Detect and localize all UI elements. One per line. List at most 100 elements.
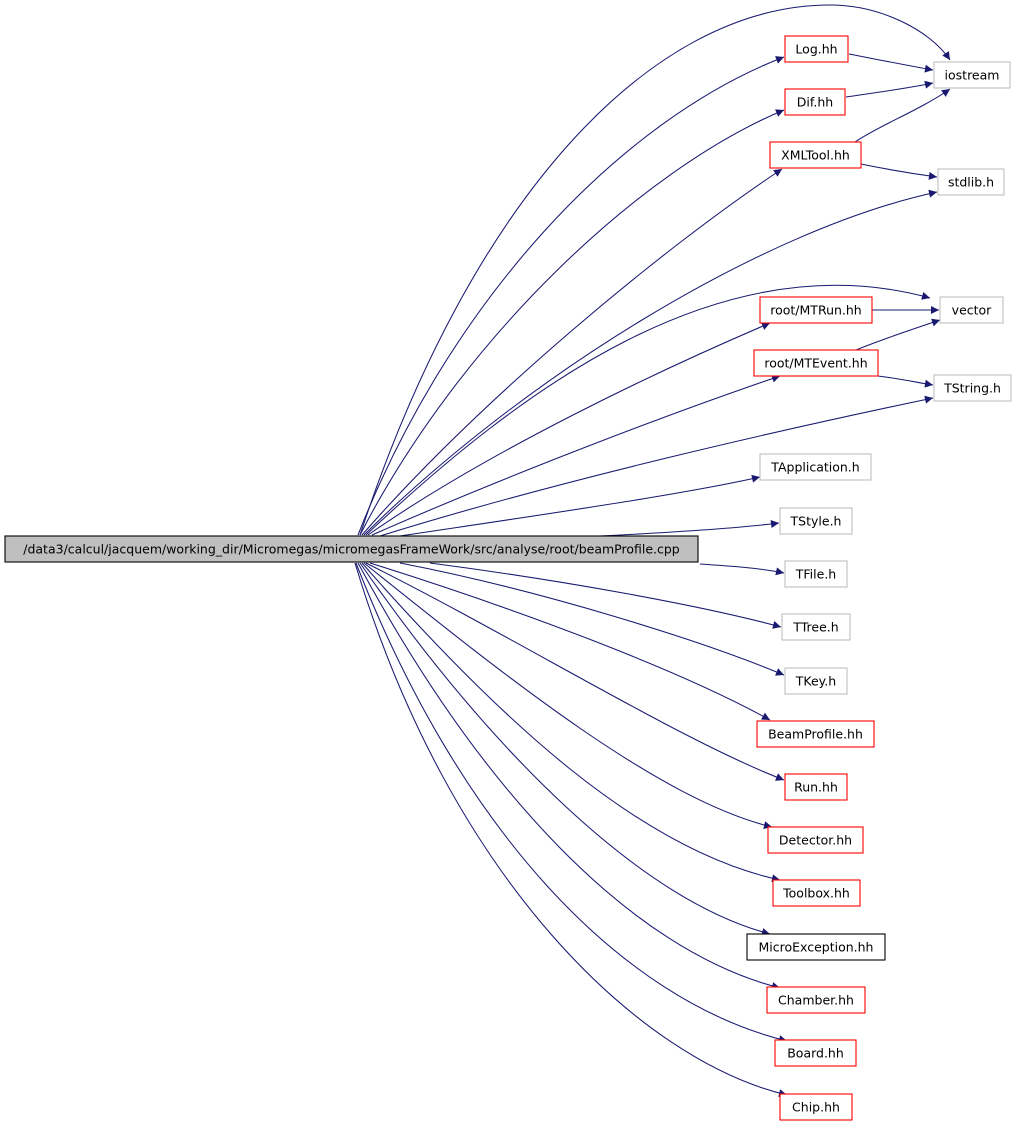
node-box[interactable] — [779, 507, 853, 535]
node-label: vector — [952, 303, 993, 318]
node-label: TKey.h — [795, 674, 836, 689]
edge-xmltool-to-stdlib — [860, 163, 938, 180]
node-label: Board.hh — [787, 1046, 844, 1061]
edges-layer — [354, 4, 951, 1098]
edge-root-to-mtrun — [367, 322, 771, 536]
node-xmltool[interactable]: XMLTool.hh — [769, 141, 862, 169]
edge-root-to-board — [355, 562, 788, 1043]
node-chamber[interactable]: Chamber.hh — [766, 986, 866, 1014]
node-run[interactable]: Run.hh — [784, 773, 848, 801]
edge-root-to-tstyle — [599, 520, 780, 537]
node-tstring[interactable]: TString.h — [933, 374, 1012, 402]
root-node[interactable]: /data3/calcul/jacquem/working_dir/Microm… — [4, 535, 699, 563]
node-tkey[interactable]: TKey.h — [784, 667, 848, 695]
edge-root-to-run — [365, 562, 785, 781]
node-box[interactable] — [779, 1093, 853, 1121]
edge-mtevent-to-tstring — [877, 375, 934, 388]
node-label: root/MTEvent.hh — [764, 356, 867, 371]
edge-root-to-chip — [354, 562, 788, 1098]
node-label: Chamber.hh — [778, 993, 854, 1008]
node-beamprofile[interactable]: BeamProfile.hh — [756, 720, 875, 748]
node-mtevent[interactable]: root/MTEvent.hh — [753, 349, 879, 377]
node-dif[interactable]: Dif.hh — [784, 88, 846, 116]
node-stdlib[interactable]: stdlib.h — [937, 168, 1005, 196]
node-box[interactable] — [766, 986, 866, 1014]
node-box[interactable] — [937, 168, 1005, 196]
node-label: Run.hh — [794, 780, 838, 795]
node-label: iostream — [945, 68, 1000, 83]
edge-root-to-log — [357, 56, 785, 536]
node-label: TString.h — [943, 381, 1001, 396]
node-box[interactable] — [769, 141, 862, 169]
node-label: XMLTool.hh — [781, 148, 850, 163]
edge-root-to-stdlib — [363, 189, 938, 536]
node-board[interactable]: Board.hh — [774, 1039, 857, 1067]
node-box[interactable] — [759, 453, 872, 481]
node-label: root/MTRun.hh — [770, 303, 861, 318]
node-chip[interactable]: Chip.hh — [779, 1093, 853, 1121]
edge-root-to-tkey — [399, 562, 785, 676]
node-box[interactable] — [939, 296, 1004, 324]
node-label: Log.hh — [795, 42, 837, 57]
edge-root-to-ttree — [429, 562, 782, 629]
node-log[interactable]: Log.hh — [784, 35, 849, 63]
edge-root-to-dif — [359, 109, 785, 536]
node-tstyle[interactable]: TStyle.h — [779, 507, 853, 535]
root-node-label: /data3/calcul/jacquem/working_dir/Microm… — [23, 542, 680, 557]
node-label: TApplication.h — [770, 460, 859, 475]
node-box[interactable] — [774, 1039, 857, 1067]
node-tfile[interactable]: TFile.h — [784, 560, 848, 588]
edge-root-to-tapp — [399, 474, 761, 537]
node-label: TStyle.h — [790, 514, 842, 529]
edge-mtevent-to-vector — [855, 318, 941, 351]
node-box[interactable] — [753, 349, 879, 377]
node-box[interactable] — [933, 61, 1011, 89]
edge-root-to-tfile — [699, 563, 785, 576]
node-tapp[interactable]: TApplication.h — [759, 453, 872, 481]
edge-root-to-iostream — [359, 4, 951, 536]
edge-root-to-microexc — [359, 562, 771, 936]
node-label: Chip.hh — [792, 1100, 840, 1115]
node-box[interactable] — [767, 826, 864, 854]
node-box[interactable] — [746, 933, 886, 961]
node-box[interactable] — [756, 720, 875, 748]
node-label: Detector.hh — [779, 833, 852, 848]
edge-root-to-chamber — [357, 562, 781, 990]
edge-dif-to-iostream — [845, 80, 934, 98]
edge-root-to-tstring — [379, 395, 934, 537]
node-vector[interactable]: vector — [939, 296, 1004, 324]
edge-xmltool-to-iostream — [854, 88, 951, 143]
node-label: TTree.h — [792, 620, 838, 635]
node-box[interactable] — [781, 613, 851, 641]
edge-root-to-beamprofile — [369, 562, 771, 721]
edge-log-to-iostream — [848, 53, 934, 73]
root-node-box[interactable] — [4, 535, 699, 563]
node-mtrun[interactable]: root/MTRun.hh — [759, 296, 873, 324]
node-toolbox[interactable]: Toolbox.hh — [772, 879, 861, 907]
edge-root-to-xmltool — [361, 168, 783, 536]
node-box[interactable] — [784, 35, 849, 63]
node-box[interactable] — [784, 88, 846, 116]
node-label: Toolbox.hh — [782, 886, 850, 901]
node-box[interactable] — [772, 879, 861, 907]
node-label: Dif.hh — [797, 95, 833, 110]
edge-root-to-mtevent — [371, 374, 781, 536]
node-ttree[interactable]: TTree.h — [781, 613, 851, 641]
edge-root-to-detector — [363, 562, 773, 830]
node-box[interactable] — [784, 560, 848, 588]
edge-root-to-toolbox — [361, 562, 781, 883]
node-detector[interactable]: Detector.hh — [767, 826, 864, 854]
node-label: stdlib.h — [948, 175, 994, 190]
node-box[interactable] — [784, 667, 848, 695]
nodes-layer: /data3/calcul/jacquem/working_dir/Microm… — [4, 35, 1012, 1121]
node-box[interactable] — [933, 374, 1012, 402]
node-label: TFile.h — [795, 567, 836, 582]
node-iostream[interactable]: iostream — [933, 61, 1011, 89]
node-label: MicroException.hh — [759, 940, 874, 955]
edge-root-to-vector — [365, 284, 931, 536]
node-label: BeamProfile.hh — [768, 727, 863, 742]
node-microexc[interactable]: MicroException.hh — [746, 933, 886, 961]
node-box[interactable] — [784, 773, 848, 801]
node-box[interactable] — [759, 296, 873, 324]
